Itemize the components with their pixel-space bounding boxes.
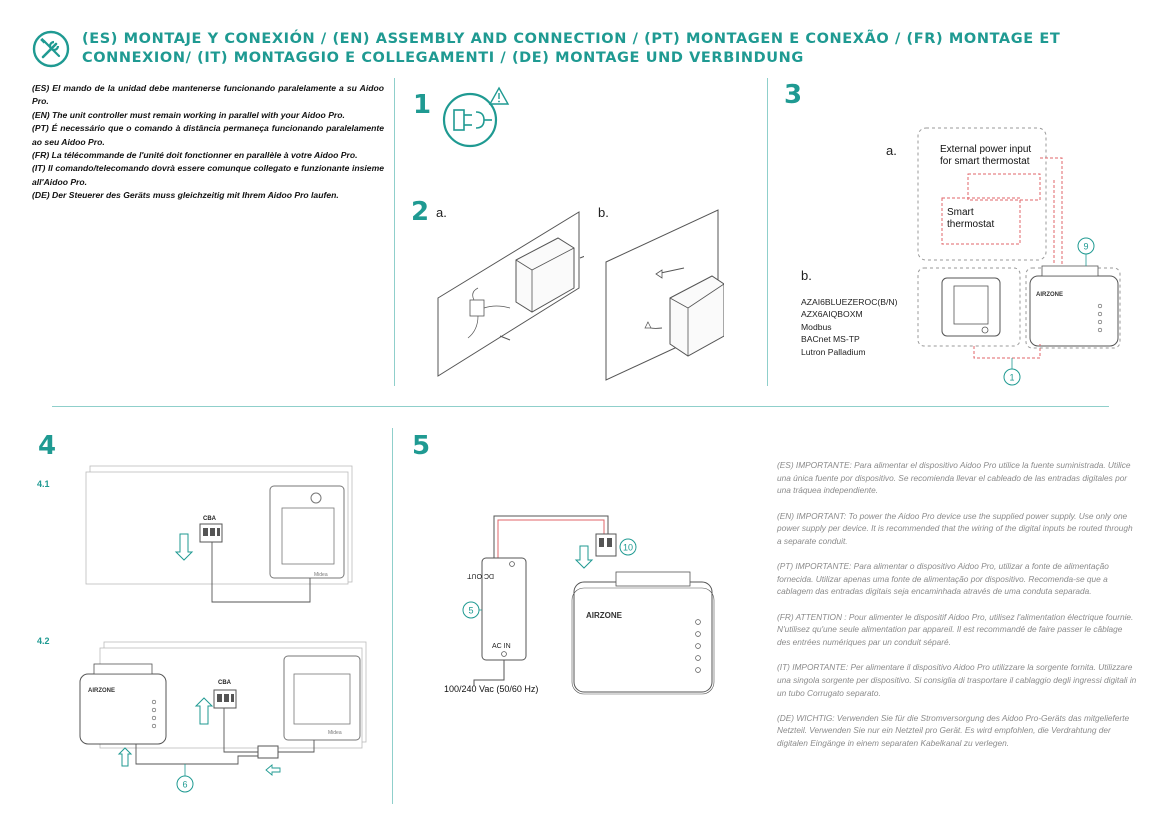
airzone-logo-4: AIRZONE — [88, 688, 115, 694]
model-item: BACnet MS-TP — [801, 334, 860, 345]
note-de: (DE) WICHTIG: Verwenden Sie für die Stro… — [777, 712, 1130, 749]
note-it: (IT) IMPORTANTE: Per alimentare il dispo… — [777, 662, 1137, 698]
external-power-label: External power input for smart thermosta… — [940, 144, 1031, 168]
note-pt: (PT) IMPORTANTE: Para alimentar o dispos… — [777, 561, 1109, 597]
model-item: Lutron Palladium — [801, 346, 866, 357]
divider-v3 — [392, 428, 393, 804]
dc-out-label: DC OUT — [466, 572, 494, 579]
intro-text: (ES) El mando de la unidad debe mantener… — [32, 82, 384, 203]
thermo-brand-42: Midea — [328, 730, 342, 736]
step-2-number: 2 — [411, 197, 430, 227]
step-42-label: 4.2 — [37, 636, 50, 646]
step-2a-label: a. — [436, 205, 447, 220]
callout-6: 6 — [182, 780, 187, 790]
intro-it: (IT) Il comando/telecomando dovrà essere… — [32, 163, 384, 187]
note-es: (ES) IMPORTANTE: Para alimentar el dispo… — [777, 460, 1131, 496]
ac-in-label: AC IN — [492, 643, 511, 650]
step-4-number: 4 — [38, 431, 57, 461]
callout-10: 10 — [623, 543, 633, 553]
note-en: (EN) IMPORTANT: To power the Aidoo Pro d… — [777, 510, 1133, 546]
callout-1: 1 — [1009, 373, 1014, 383]
external-power-line1: External power input — [940, 144, 1032, 155]
step-3-diagram: AIRZONE 9 1 — [917, 127, 1121, 386]
compatible-models: AZAI6BLUEZEROC(B/N) AZX6AIQBOXM Modbus B… — [801, 296, 897, 358]
divider-h — [52, 406, 1109, 407]
note-fr: (FR) ATTENTION : Pour alimenter le dispo… — [777, 611, 1134, 647]
page-title: (ES) MONTAJE Y CONEXIÓN / (EN) ASSEMBLY … — [82, 31, 1061, 66]
divider-v2 — [767, 78, 768, 386]
model-item: AZX6AIQBOXM — [801, 309, 863, 320]
step-2a-illustration — [437, 211, 584, 377]
important-notes: (ES) IMPORTANTE: Para alimentar el dispo… — [777, 459, 1137, 762]
step-2b-illustration — [605, 209, 724, 381]
model-item: AZAI6BLUEZEROC(B/N) — [801, 297, 898, 307]
divider-v1 — [394, 78, 395, 386]
callout-5: 5 — [468, 606, 473, 616]
step-41-label: 4.1 — [37, 479, 50, 489]
external-power-box — [917, 127, 1047, 261]
step-3-number: 3 — [784, 80, 803, 110]
intro-en: (EN) The unit controller must remain wor… — [32, 109, 345, 120]
intro-de: (DE) Der Steuerer des Geräts muss gleich… — [32, 190, 339, 201]
model-item: Modbus — [801, 321, 832, 332]
airzone-logo-5: AIRZONE — [586, 611, 623, 620]
step-3a-label: a. — [886, 143, 897, 158]
cba-label-1: CBA — [203, 516, 217, 522]
step-41-illustration: Midea CBA — [85, 465, 353, 603]
step-2b-label: b. — [598, 205, 609, 220]
callout-9: 9 — [1083, 242, 1088, 252]
smart-line1: Smart — [947, 207, 974, 218]
tools-icon — [32, 30, 70, 68]
step-3b-label: b. — [801, 268, 812, 283]
step-5-number: 5 — [412, 431, 431, 461]
step-1-number: 1 — [413, 90, 432, 120]
unplug-warning-icon — [442, 86, 510, 148]
step-5-illustration: DC OUT AC IN 5 10 AIRZONE — [462, 515, 715, 695]
intro-fr: (FR) La télécommande de l'unité doit fon… — [32, 150, 358, 161]
smart-thermostat-label: Smart thermostat — [947, 207, 994, 231]
step-42-illustration: Midea AIRZONE CBA 6 — [79, 641, 367, 793]
cba-label-2: CBA — [218, 680, 232, 686]
external-power-line2: for smart thermostat — [940, 156, 1030, 167]
intro-es: (ES) El mando de la unidad debe mantener… — [32, 83, 384, 107]
airzone-logo-3: AIRZONE — [1036, 292, 1063, 298]
thermo-brand-41: Midea — [314, 572, 328, 578]
power-input-label: 100/240 Vac (50/60 Hz) — [444, 684, 539, 694]
smart-line2: thermostat — [947, 219, 995, 230]
intro-pt: (PT) É necessário que o comando à distân… — [32, 123, 384, 147]
